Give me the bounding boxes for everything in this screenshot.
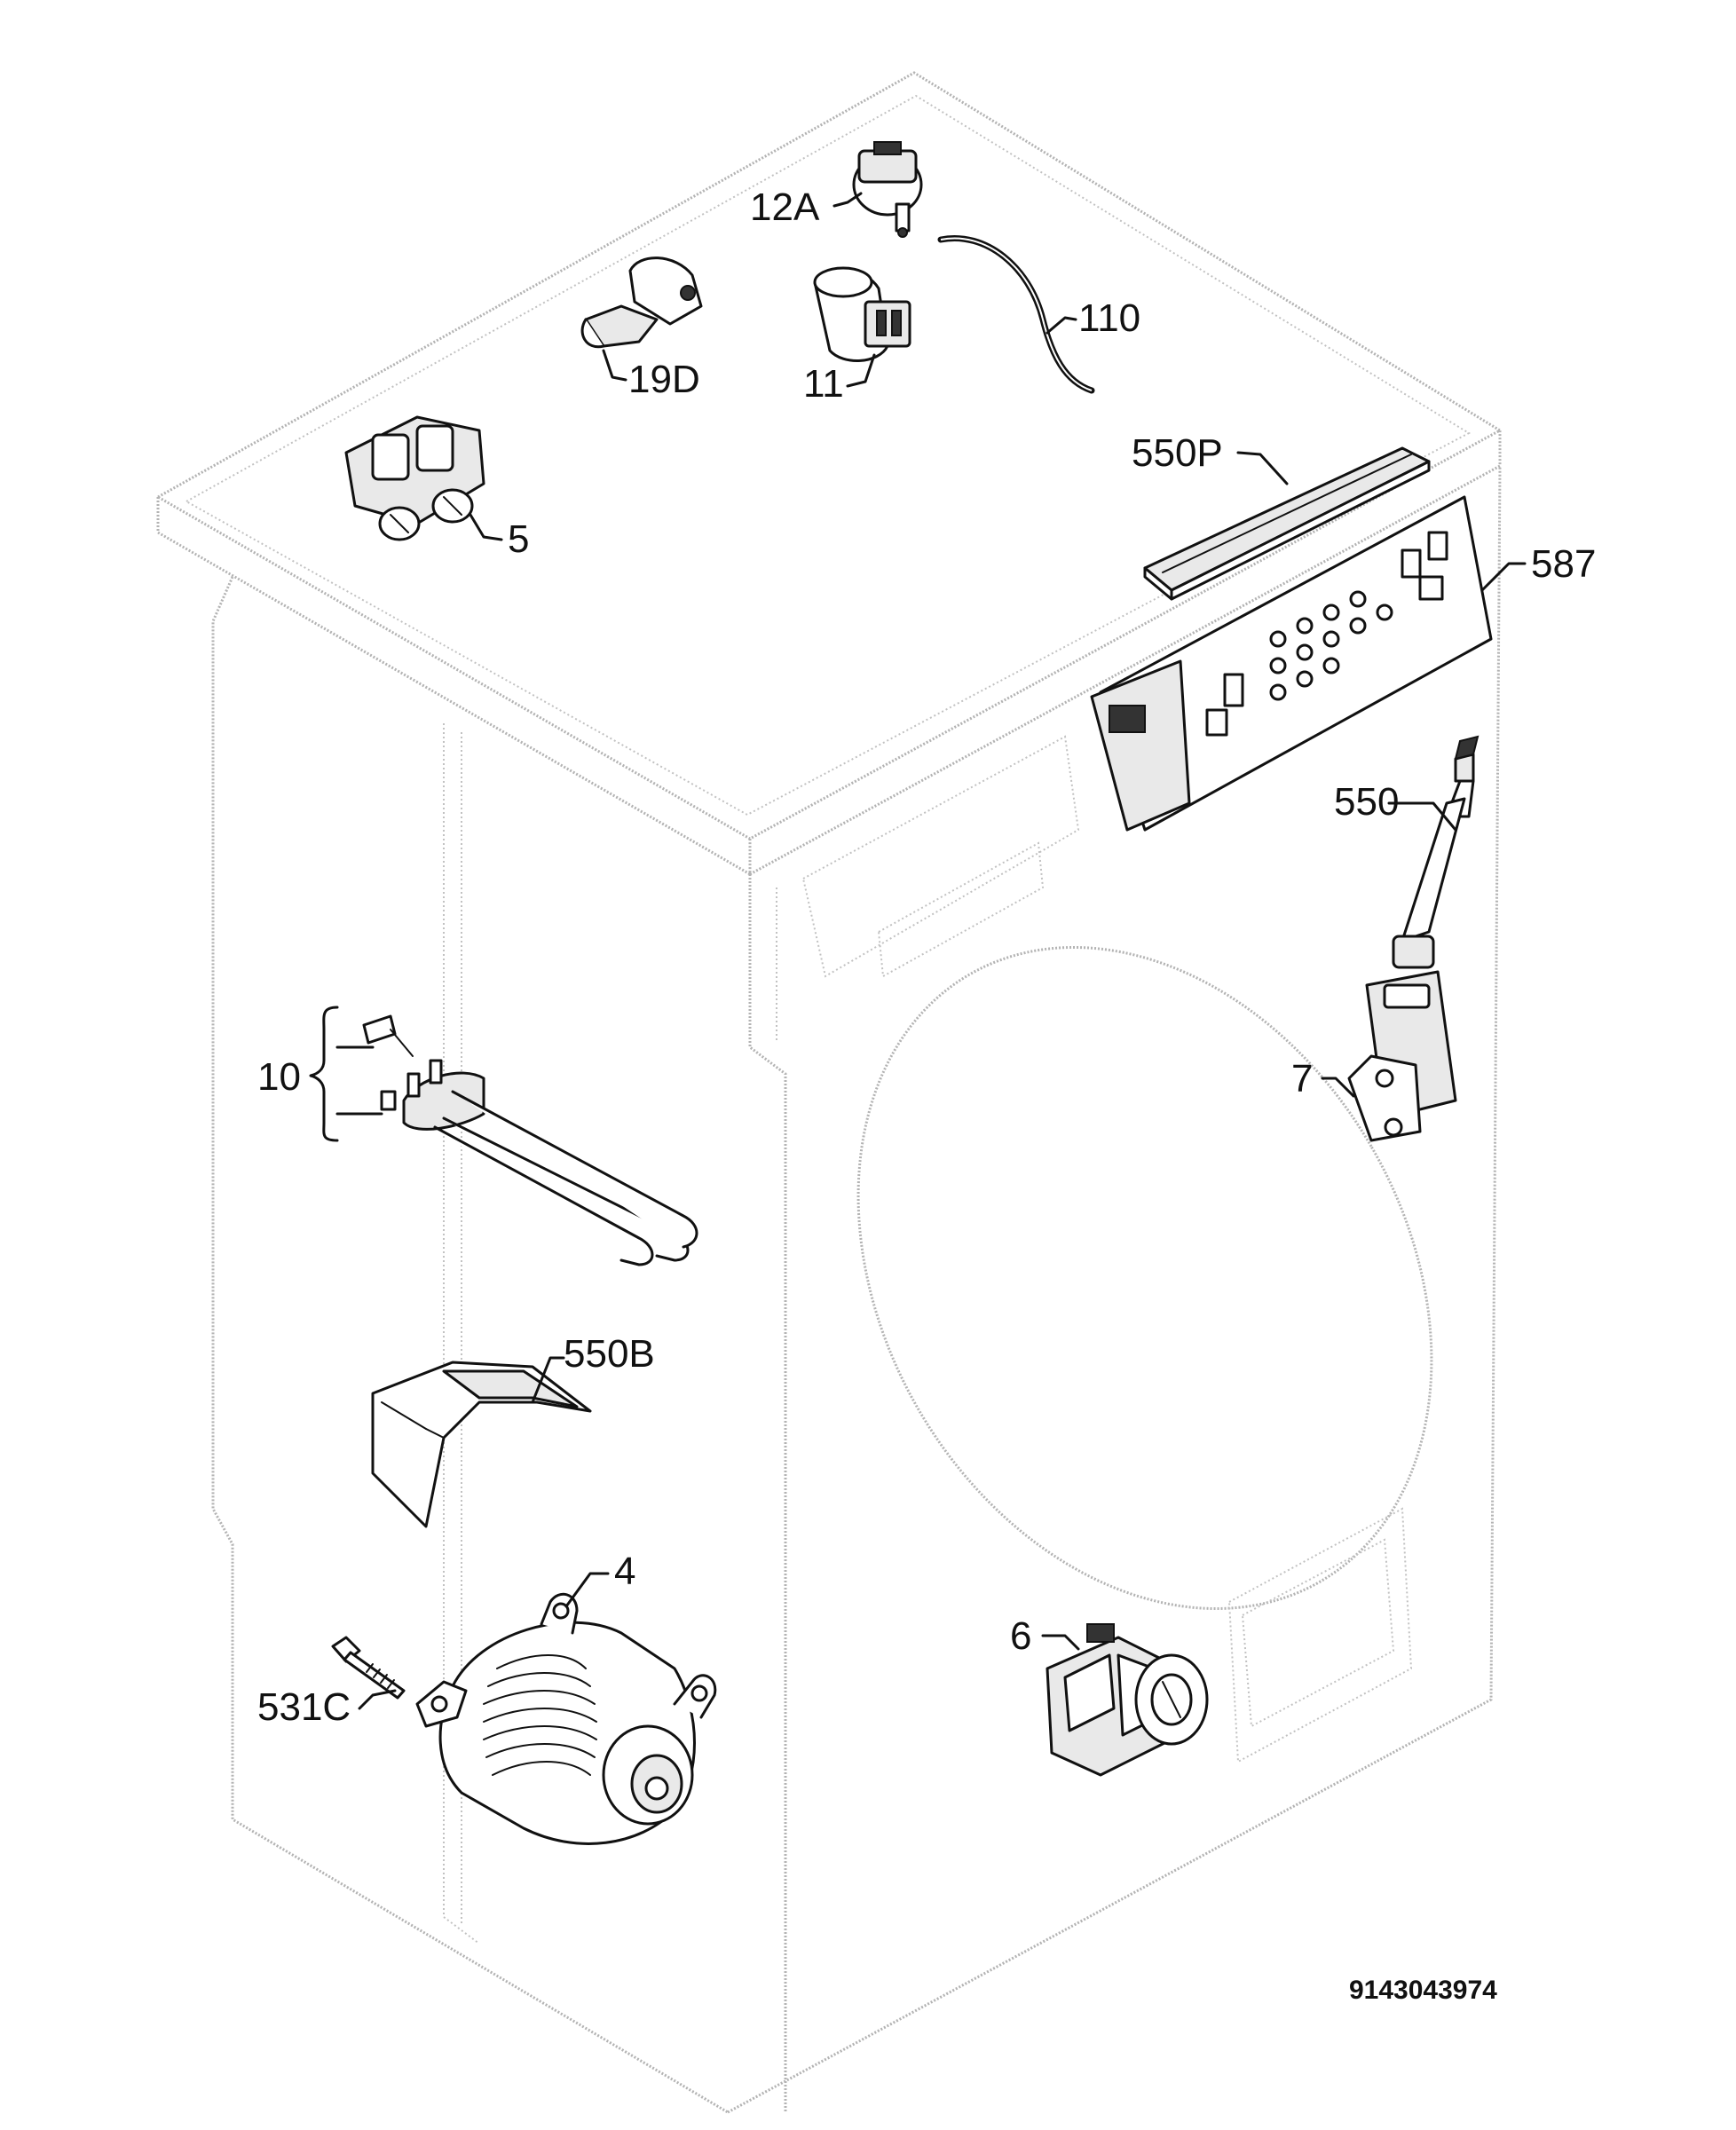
leader-12a xyxy=(832,192,863,208)
leader-5 xyxy=(469,513,503,541)
part-550b-bracket[interactable] xyxy=(371,1361,592,1528)
part-531c-bolt[interactable] xyxy=(331,1636,406,1700)
label-19d: 19D xyxy=(628,358,700,401)
brace-10 xyxy=(309,1006,383,1142)
part-11-capacitor[interactable] xyxy=(813,266,911,362)
cabinet-outline xyxy=(154,71,1503,2114)
leader-19d xyxy=(602,349,627,382)
part-550-lever[interactable] xyxy=(1392,735,1480,969)
label-110: 110 xyxy=(1078,296,1140,340)
label-5: 5 xyxy=(508,517,529,561)
part-12a-pressure-switch[interactable] xyxy=(852,141,923,238)
label-7: 7 xyxy=(1291,1057,1313,1100)
part-550p-display-panel[interactable] xyxy=(1143,446,1431,601)
leader-531c xyxy=(358,1689,397,1710)
board-components xyxy=(1205,531,1448,737)
label-10: 10 xyxy=(257,1055,301,1099)
diagram-code: 9143043974 xyxy=(1349,1976,1497,2005)
label-550b: 550B xyxy=(564,1332,655,1376)
label-587: 587 xyxy=(1531,542,1596,586)
label-550p: 550P xyxy=(1132,431,1223,475)
leader-550b xyxy=(531,1356,565,1404)
part-587-control-board[interactable] xyxy=(1090,495,1493,832)
motor-windings xyxy=(483,1654,597,1776)
part-7-door-lock[interactable] xyxy=(1347,970,1457,1142)
bolt-thread xyxy=(366,1663,395,1689)
leader-587 xyxy=(1480,562,1527,592)
leader-6 xyxy=(1041,1634,1080,1651)
label-11: 11 xyxy=(803,362,844,406)
leader-110 xyxy=(1046,316,1077,335)
part-10-heating-element[interactable] xyxy=(362,1014,698,1266)
leader-550p xyxy=(1236,451,1289,485)
leader-7 xyxy=(1321,1077,1355,1098)
part-4-motor[interactable] xyxy=(415,1592,717,1845)
label-4: 4 xyxy=(614,1550,635,1593)
leader-550 xyxy=(1387,801,1457,832)
label-6: 6 xyxy=(1010,1614,1031,1658)
part-19d-bracket[interactable] xyxy=(580,256,703,349)
label-550: 550 xyxy=(1334,780,1399,824)
label-531c: 531C xyxy=(257,1685,351,1729)
part-6-drain-pump[interactable] xyxy=(1046,1623,1209,1777)
label-12a: 12A xyxy=(750,185,820,229)
part-5-inlet-valve[interactable] xyxy=(344,415,485,541)
leader-4 xyxy=(564,1572,610,1608)
leader-11 xyxy=(846,353,876,388)
part-110-hose[interactable] xyxy=(937,235,1095,394)
